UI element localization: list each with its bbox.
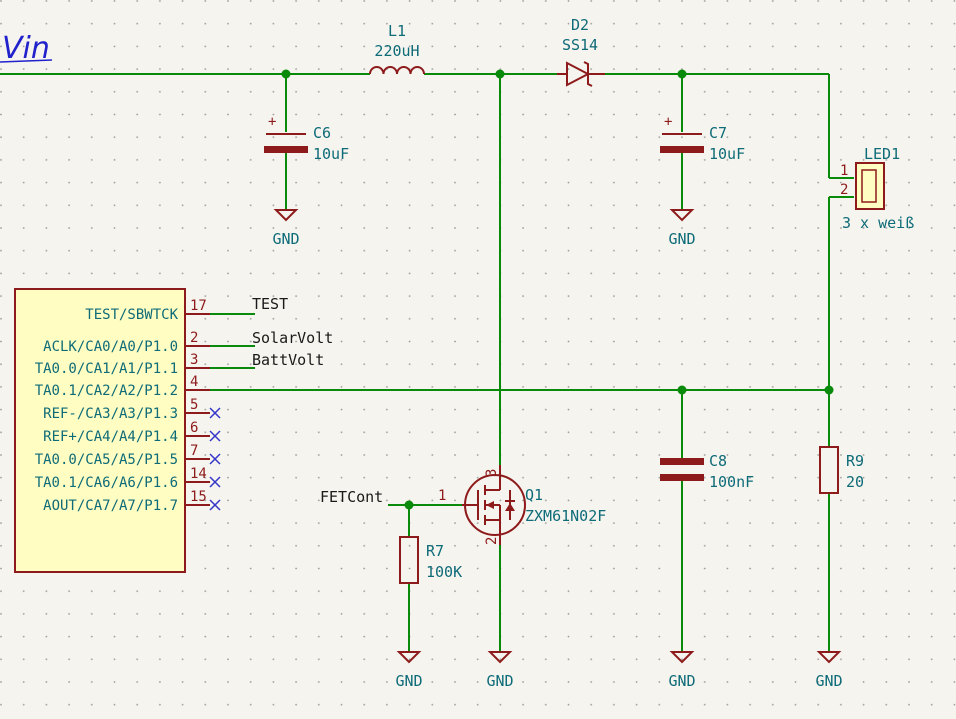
- net-label: TEST: [252, 295, 288, 313]
- c8-value: 100nF: [709, 473, 754, 491]
- net-label-fetcont: FETCont: [320, 488, 383, 506]
- mcu-pin-name: TA0.0/CA5/A5/P1.5: [35, 452, 178, 468]
- mcu-pin-name: TEST/SBWTCK: [85, 307, 178, 323]
- inductor-l1[interactable]: L1 220uH: [369, 22, 425, 75]
- vin-underline: [0, 59, 53, 63]
- mcu-pin-7[interactable]: TA0.0/CA5/A5/P1.5 7: [35, 443, 221, 468]
- mcu-pin-name: REF+/CA4/A4/P1.4: [43, 429, 178, 445]
- q1-pin-gate: 1: [438, 488, 446, 504]
- ground-icon: GND: [668, 651, 696, 690]
- mcu-pin-name: TA0.1/CA6/A6/P1.6: [35, 475, 178, 491]
- gnd-label: GND: [486, 672, 513, 690]
- mcu-pin-number: 17: [190, 298, 207, 314]
- mcu-pin-name: TA0.0/CA1/A1/P1.1: [35, 361, 178, 377]
- mcu-pins: TEST/SBWTCK 17 TEST ACLK/CA0/A0/P1.0 2 SolarV…: [35, 295, 334, 514]
- c7-value: 10uF: [709, 145, 745, 163]
- ground-icon: GND: [668, 209, 696, 248]
- ground-icon: GND: [272, 209, 300, 248]
- mcu-pin-number: 14: [190, 466, 207, 482]
- no-connect-icon: [209, 499, 221, 511]
- net-label: SolarVolt: [252, 329, 333, 347]
- mcu-pin-name: ACLK/CA0/A0/P1.0: [43, 339, 178, 355]
- mcu-pin-name: AOUT/CA7/A7/P1.7: [43, 498, 178, 514]
- mcu-pin-14[interactable]: TA0.1/CA6/A6/P1.6 14: [35, 466, 221, 491]
- q1-ref: Q1: [525, 486, 543, 504]
- junction-dot: [677, 385, 687, 395]
- mcu-pin-5[interactable]: REF-/CA3/A3/P1.3 5: [43, 397, 221, 422]
- mosfet-q1[interactable]: 1 2 3 Q1 ZXM61N02F: [438, 465, 606, 545]
- ground-icon: GND: [815, 651, 843, 690]
- mcu-pin-number: 5: [190, 397, 198, 413]
- gnd-label: GND: [668, 672, 695, 690]
- mcu-pin-6[interactable]: REF+/CA4/A4/P1.4 6: [43, 420, 221, 445]
- led1-connector[interactable]: 1 2 LED1 3 x weiß: [840, 145, 914, 232]
- ground-icon: GND: [395, 651, 423, 690]
- no-connect-icon: [209, 476, 221, 488]
- q1-pin-source: 2: [484, 537, 500, 545]
- mcu-pin-name: TA0.1/CA2/A2/P1.2: [35, 383, 178, 399]
- no-connect-icon: [209, 407, 221, 419]
- l1-ref: L1: [388, 22, 406, 40]
- mcu-pin-number: 4: [190, 374, 198, 390]
- junctions: [281, 69, 834, 510]
- c6-value: 10uF: [313, 145, 349, 163]
- mcu-pin-number: 6: [190, 420, 198, 436]
- q1-value: ZXM61N02F: [525, 507, 606, 525]
- mcu-pin-number: 7: [190, 443, 198, 459]
- c8-ref: C8: [709, 452, 727, 470]
- mcu-pin-4[interactable]: TA0.1/CA2/A2/P1.2 4: [35, 374, 210, 399]
- r7-ref: R7: [426, 542, 444, 560]
- mcu-pin-number: 15: [190, 489, 207, 505]
- led1-value: 3 x weiß: [842, 214, 914, 232]
- no-connect-icon: [209, 430, 221, 442]
- capacitor-c7[interactable]: + C7 10uF: [660, 114, 745, 163]
- capacitor-c6[interactable]: + C6 10uF: [264, 114, 349, 163]
- no-connect-icon: [209, 453, 221, 465]
- mcu-pin-name: REF-/CA3/A3/P1.3: [43, 406, 178, 422]
- gnd-label: GND: [272, 230, 299, 248]
- ground-icon: GND: [486, 651, 514, 690]
- r9-value: 20: [846, 473, 864, 491]
- c6-plus-sign: +: [268, 114, 276, 130]
- q1-pin-drain: 3: [484, 469, 500, 477]
- gnd-label: GND: [815, 672, 842, 690]
- r7-value: 100K: [426, 563, 462, 581]
- junction-dot: [677, 69, 687, 79]
- junction-dot: [495, 69, 505, 79]
- mcu-pin-17[interactable]: TEST/SBWTCK 17 TEST: [85, 295, 288, 323]
- d2-value: SS14: [562, 36, 598, 54]
- junction-dot: [281, 69, 291, 79]
- led1-pin2: 2: [840, 182, 848, 198]
- resistor-r9[interactable]: R9 20: [819, 446, 864, 494]
- diode-d2[interactable]: D2 SS14: [557, 16, 605, 87]
- resistor-r7[interactable]: R7 100K: [399, 536, 462, 584]
- mcu-pin-number: 3: [190, 352, 198, 368]
- net-label: BattVolt: [252, 351, 324, 369]
- mcu-pin-15[interactable]: AOUT/CA7/A7/P1.7 15: [43, 489, 221, 514]
- c6-ref: C6: [313, 124, 331, 142]
- c7-ref: C7: [709, 124, 727, 142]
- wires: [0, 73, 854, 652]
- mcu-pin-3[interactable]: TA0.0/CA1/A1/P1.1 3 BattVolt: [35, 351, 325, 377]
- l1-value: 220uH: [374, 42, 419, 60]
- led1-ref: LED1: [864, 145, 900, 163]
- mcu-symbol[interactable]: [14, 288, 186, 573]
- mcu-pin-number: 2: [190, 330, 198, 346]
- mcu-pin-2[interactable]: ACLK/CA0/A0/P1.0 2 SolarVolt: [43, 329, 333, 355]
- capacitor-c8[interactable]: C8 100nF: [660, 452, 754, 491]
- junction-dot: [824, 385, 834, 395]
- junction-dot: [404, 500, 414, 510]
- led1-pin1: 1: [840, 163, 848, 179]
- r9-ref: R9: [846, 452, 864, 470]
- c7-plus-sign: +: [664, 114, 672, 130]
- gnd-label: GND: [395, 672, 422, 690]
- gnd-symbols: GND GND GND GND GND GND: [272, 209, 843, 690]
- d2-ref: D2: [571, 16, 589, 34]
- gnd-label: GND: [668, 230, 695, 248]
